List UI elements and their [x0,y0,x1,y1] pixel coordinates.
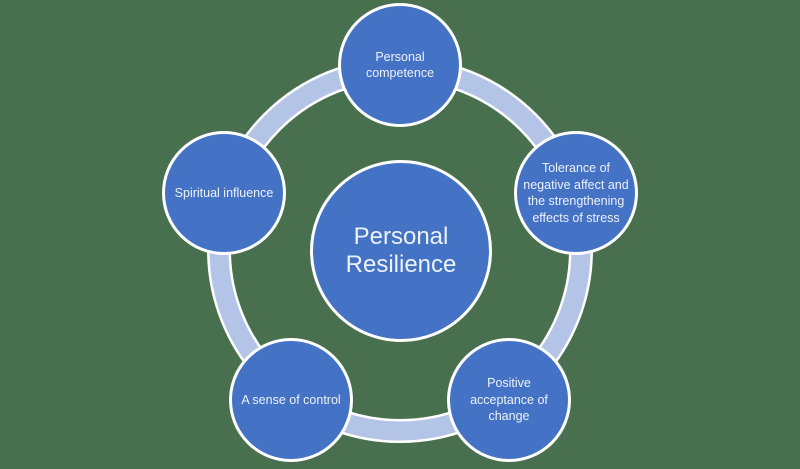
node-personal-competence: Personal competence [338,3,462,127]
node-spiritual-influence-label: Spiritual influence [174,185,274,200]
center-node-label: Personal Resilience [345,223,457,278]
node-a-sense-of-control: A sense of control [229,338,353,462]
node-positive-acceptance-of-change-label: Positive acceptance of change [470,376,548,424]
node-tolerance-of-negative-affect-label: Tolerance of negative affect and the str… [523,161,629,225]
node-tolerance-of-negative-affect: Tolerance of negative affect and the str… [514,131,638,255]
node-a-sense-of-control-label: A sense of control [241,392,341,407]
node-positive-acceptance-of-change: Positive acceptance of change [447,338,571,462]
node-personal-competence-label: Personal competence [365,49,435,81]
node-spiritual-influence: Spiritual influence [162,131,286,255]
center-node-personal-resilience: Personal Resilience [310,160,492,342]
